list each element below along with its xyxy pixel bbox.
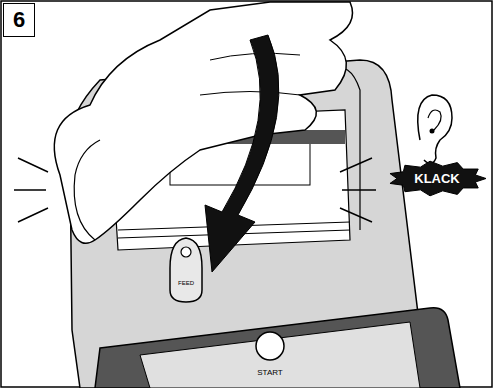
ear-canal <box>430 129 435 134</box>
closing-arrow <box>205 35 279 272</box>
start-panel <box>95 308 460 388</box>
button-text: FEED <box>178 280 194 286</box>
sound-burst: KLACK <box>388 161 486 196</box>
hand <box>54 2 352 243</box>
sound-lines <box>340 158 376 222</box>
roll-holder <box>330 68 360 231</box>
button-label: START <box>257 369 282 377</box>
burst-shape <box>390 161 486 196</box>
led-indicator <box>181 247 191 257</box>
callout-number: 6 <box>13 9 25 31</box>
ear-detail <box>428 110 441 130</box>
sound-lines <box>14 158 48 222</box>
finger-lines <box>200 53 300 95</box>
thumb <box>74 140 100 240</box>
ear-symbol <box>418 95 452 164</box>
feed-button <box>170 238 202 302</box>
sound-word: KLACK <box>414 172 460 185</box>
panel-face <box>140 322 420 388</box>
start-button <box>256 332 284 360</box>
step-number-box: 6 <box>3 3 35 37</box>
button-label: FEED <box>176 278 197 288</box>
